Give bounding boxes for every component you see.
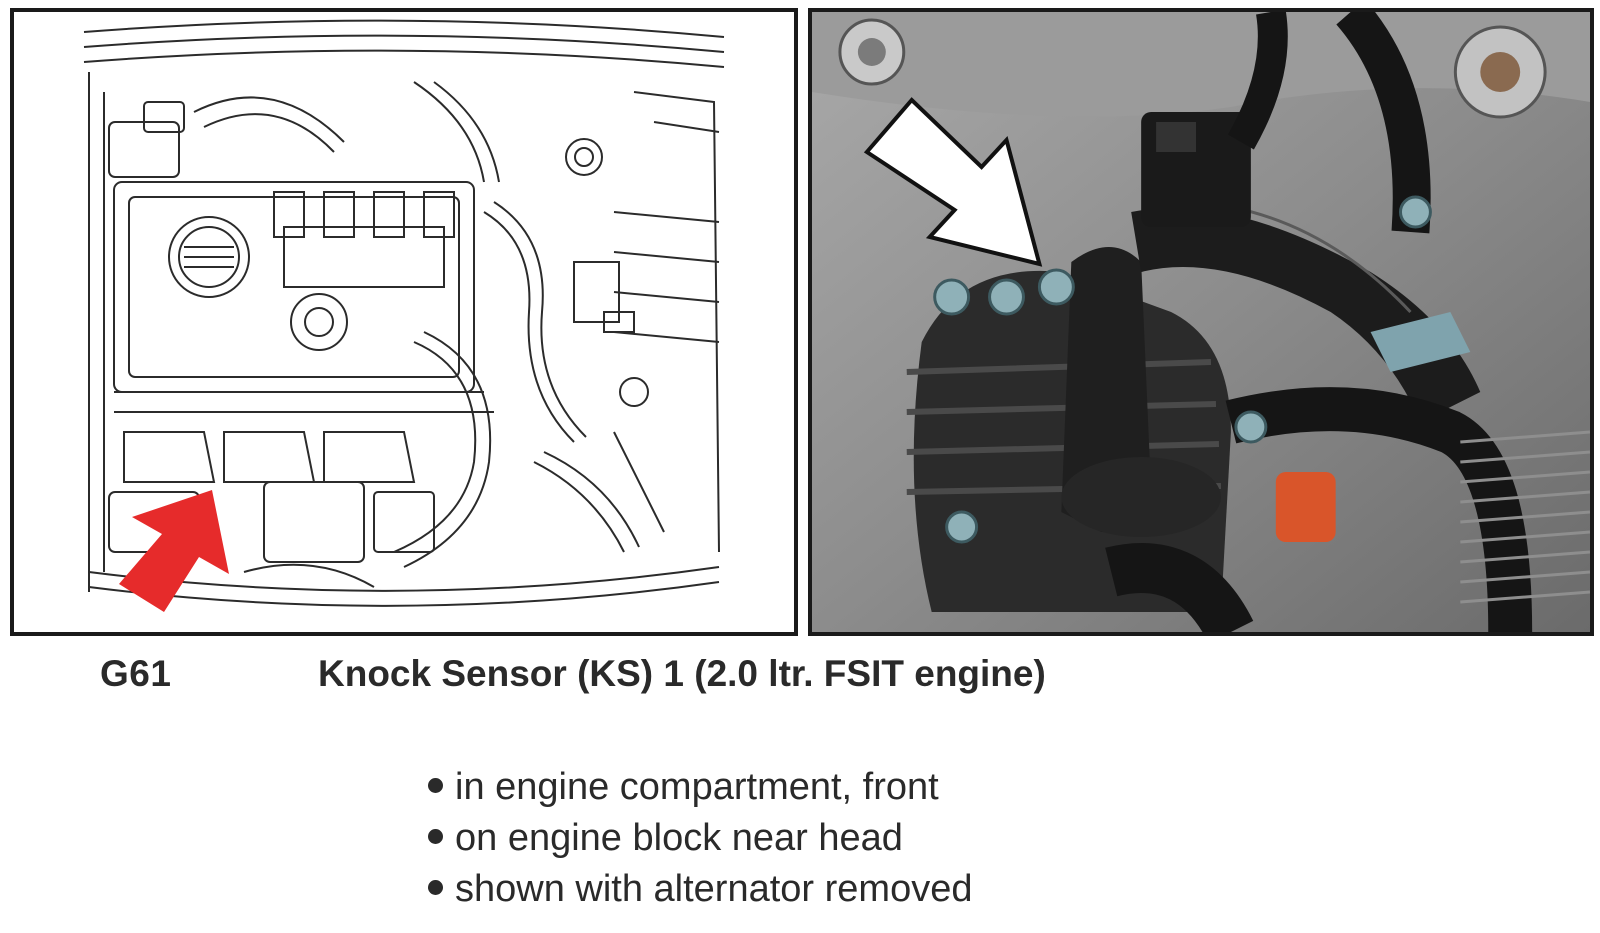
bullet-icon bbox=[428, 778, 443, 794]
location-note-text: shown with alternator removed bbox=[455, 868, 973, 910]
list-item: in engine compartment, front bbox=[428, 762, 972, 813]
engine-photo-icon bbox=[812, 12, 1590, 632]
white-arrow-icon bbox=[863, 97, 1043, 267]
engine-line-drawing-panel bbox=[10, 8, 798, 636]
bullet-icon bbox=[428, 880, 443, 896]
location-note-text: in engine compartment, front bbox=[455, 766, 939, 808]
location-note-text: on engine block near head bbox=[455, 817, 903, 859]
list-item: on engine block near head bbox=[428, 813, 972, 864]
engine-photo-panel bbox=[808, 8, 1594, 636]
red-arrow-icon bbox=[119, 490, 229, 612]
component-code: G61 bbox=[100, 653, 172, 694]
list-item: shown with alternator removed bbox=[428, 864, 972, 915]
engine-line-drawing-icon bbox=[83, 19, 725, 612]
component-title: Knock Sensor (KS) 1 (2.0 ltr. FSIT engin… bbox=[318, 653, 1046, 694]
bullet-icon bbox=[428, 829, 443, 845]
location-notes-list: in engine compartment, front on engine b… bbox=[428, 762, 972, 915]
